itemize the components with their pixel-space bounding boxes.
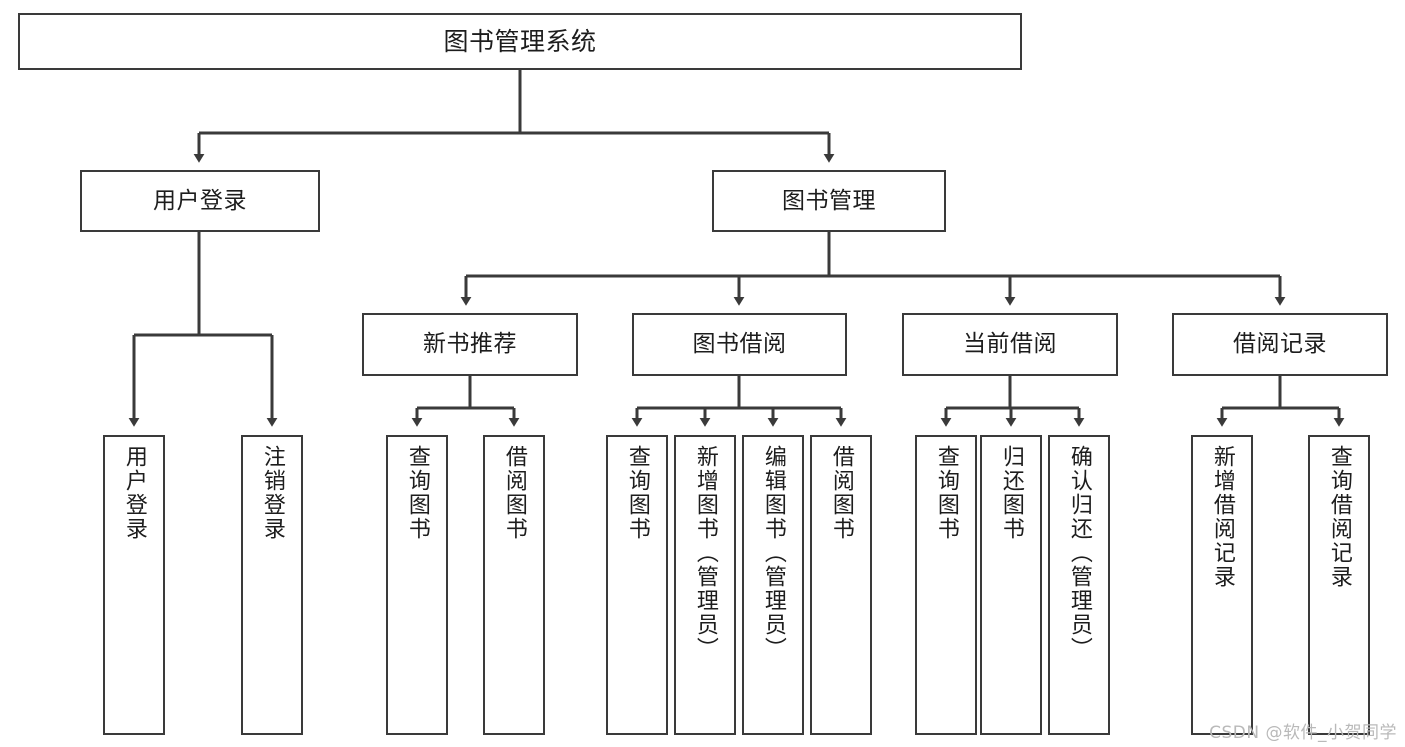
node-book-manage[interactable]: 图书管理 [712,170,946,232]
node-new-book-recommend-label: 新书推荐 [423,331,517,358]
node-book-borrow[interactable]: 图书借阅 [632,313,847,376]
node-leaf-user-login[interactable]: 用户登录 [103,435,165,735]
node-leaf-query-record[interactable]: 查询借阅记录 [1308,435,1370,735]
node-leaf-add-record[interactable]: 新增借阅记录 [1191,435,1253,735]
node-leaf-borrow-book-1[interactable]: 借阅图书 [483,435,545,735]
node-book-manage-label: 图书管理 [782,187,876,214]
node-leaf-query-book-2[interactable]: 查询图书 [606,435,668,735]
node-user-login-label: 用户登录 [153,187,247,214]
node-leaf-query-book-1[interactable]: 查询图书 [386,435,448,735]
node-leaf-return-book[interactable]: 归还图书 [980,435,1042,735]
node-leaf-edit-book[interactable]: 编辑图书（管理员） [742,435,804,735]
node-leaf-logout-login-label: 注销登录 [259,445,285,541]
node-leaf-borrow-book-2[interactable]: 借阅图书 [810,435,872,735]
node-leaf-query-record-label: 查询借阅记录 [1326,445,1352,589]
node-leaf-borrow-book-2-label: 借阅图书 [828,445,854,541]
node-user-login[interactable]: 用户登录 [80,170,320,232]
node-leaf-add-book-label: 新增图书（管理员） [692,445,718,661]
node-book-borrow-label: 图书借阅 [692,331,787,358]
node-borrow-record[interactable]: 借阅记录 [1172,313,1388,376]
node-leaf-logout-login[interactable]: 注销登录 [241,435,303,735]
node-leaf-add-record-label: 新增借阅记录 [1209,445,1235,589]
node-leaf-query-book-2-label: 查询图书 [624,445,650,541]
csdn-watermark: CSDN @软件_小贺同学 [1209,723,1397,743]
node-leaf-query-book-1-label: 查询图书 [404,445,430,541]
node-current-borrow-label: 当前借阅 [963,331,1057,358]
node-borrow-record-label: 借阅记录 [1233,331,1327,358]
node-new-book-recommend[interactable]: 新书推荐 [362,313,578,376]
node-root-system[interactable]: 图书管理系统 [18,13,1022,70]
node-leaf-return-book-label: 归还图书 [998,445,1024,541]
node-leaf-confirm-return[interactable]: 确认归还（管理员） [1048,435,1110,735]
node-root-system-label: 图书管理系统 [443,27,597,56]
node-leaf-user-login-label: 用户登录 [121,445,147,541]
node-current-borrow[interactable]: 当前借阅 [902,313,1118,376]
node-leaf-query-book-3[interactable]: 查询图书 [915,435,977,735]
node-leaf-query-book-3-label: 查询图书 [933,445,959,541]
node-leaf-confirm-return-label: 确认归还（管理员） [1066,445,1092,661]
node-leaf-add-book[interactable]: 新增图书（管理员） [674,435,736,735]
node-leaf-edit-book-label: 编辑图书（管理员） [760,445,786,661]
node-leaf-borrow-book-1-label: 借阅图书 [501,445,527,541]
